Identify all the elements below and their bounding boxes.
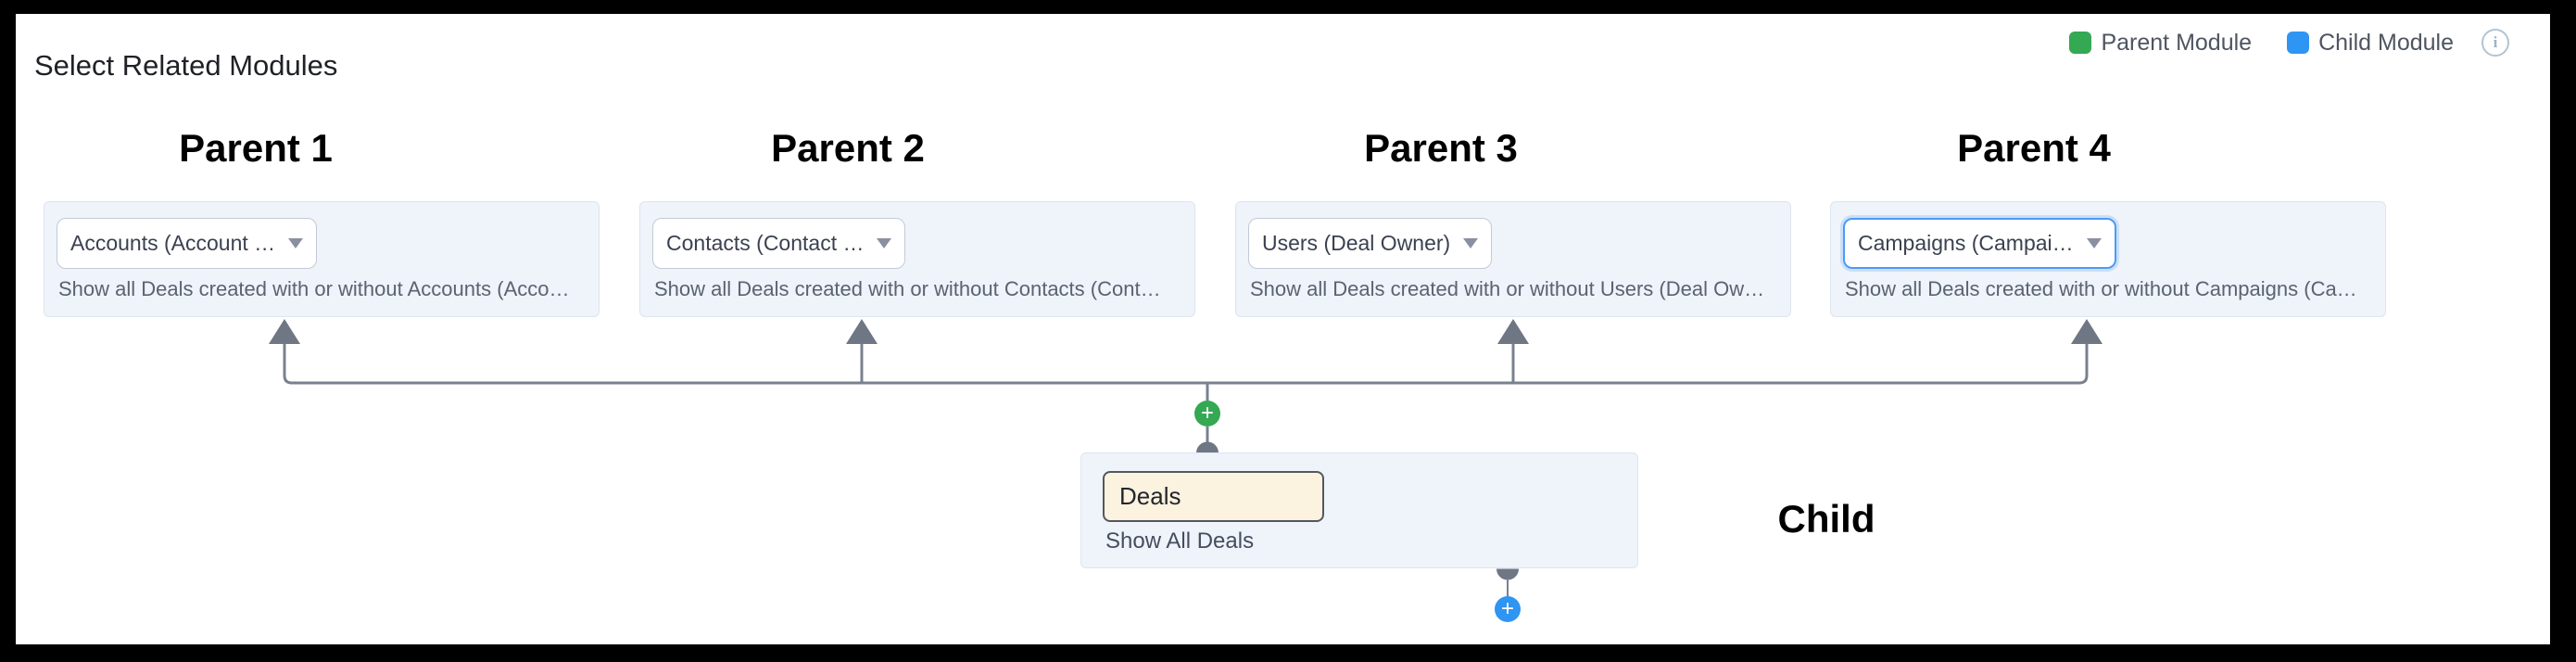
parent-module-label: Parent Module — [2101, 29, 2253, 56]
child-heading: Child — [1777, 497, 1875, 541]
parent-3-module-value: Users (Deal Owner) — [1262, 231, 1451, 255]
parent-3-heading: Parent 3 — [1364, 126, 1518, 170]
arrow-up-parent-1 — [269, 319, 300, 344]
parent-1-module-dropdown[interactable]: Accounts (Account … — [57, 218, 318, 269]
arrow-up-parent-3 — [1497, 319, 1529, 344]
trunk-line — [283, 341, 2089, 385]
chevron-down-icon — [877, 238, 892, 248]
parent-2-module-value: Contacts (Contact … — [666, 231, 865, 255]
child-card: Deals Show All Deals — [1080, 452, 1638, 568]
parent-2-description: Show all Deals created with or without C… — [654, 277, 1161, 300]
parent-4-module-dropdown[interactable]: Campaigns (Campai… — [1843, 218, 2116, 269]
arrow-up-parent-4 — [2071, 319, 2102, 344]
chevron-down-icon — [1463, 238, 1479, 248]
chevron-down-icon — [2086, 238, 2102, 248]
legend-parent-module: Parent Module — [2069, 30, 2252, 57]
parent-3-card: Users (Deal Owner) Show all Deals create… — [1235, 201, 1791, 317]
chevron-down-icon — [288, 238, 304, 248]
parent-4-module-value: Campaigns (Campai… — [1858, 231, 2074, 255]
child-bottom-dome — [1496, 568, 1519, 580]
add-child-module-button[interactable]: + — [1495, 596, 1521, 622]
arrow-up-parent-2 — [846, 319, 878, 344]
legend-child-module: Child Module — [2287, 30, 2454, 57]
parent-1-card: Accounts (Account … Show all Deals creat… — [44, 201, 600, 317]
parent-4-card: Campaigns (Campai… Show all Deals create… — [1830, 201, 2386, 317]
parent-1-heading: Parent 1 — [179, 126, 333, 170]
parent-2-module-dropdown[interactable]: Contacts (Contact … — [652, 218, 906, 269]
child-description: Show All Deals — [1105, 528, 1255, 554]
add-parent-module-button[interactable]: + — [1194, 401, 1220, 426]
related-modules-panel: Select Related Modules Parent Module Chi… — [16, 14, 2550, 644]
page-title: Select Related Modules — [34, 49, 338, 82]
child-top-dome — [1196, 441, 1219, 453]
parent-2-card: Contacts (Contact … Show all Deals creat… — [639, 201, 1195, 317]
child-module-input[interactable]: Deals — [1103, 471, 1324, 522]
parent-3-description: Show all Deals created with or without U… — [1250, 277, 1765, 300]
parent-module-swatch — [2069, 32, 2092, 54]
parent-4-description: Show all Deals created with or without C… — [1845, 277, 2357, 300]
child-module-swatch — [2287, 32, 2310, 54]
parent-4-heading: Parent 4 — [1957, 126, 2111, 170]
child-module-label: Child Module — [2318, 29, 2454, 56]
parent-2-heading: Parent 2 — [771, 126, 925, 170]
parent-1-module-value: Accounts (Account … — [70, 231, 276, 255]
parent-3-module-dropdown[interactable]: Users (Deal Owner) — [1248, 218, 1493, 269]
legend: Parent Module Child Module i — [2069, 29, 2509, 57]
parent-1-description: Show all Deals created with or without A… — [58, 277, 570, 300]
info-icon[interactable]: i — [2481, 29, 2509, 57]
